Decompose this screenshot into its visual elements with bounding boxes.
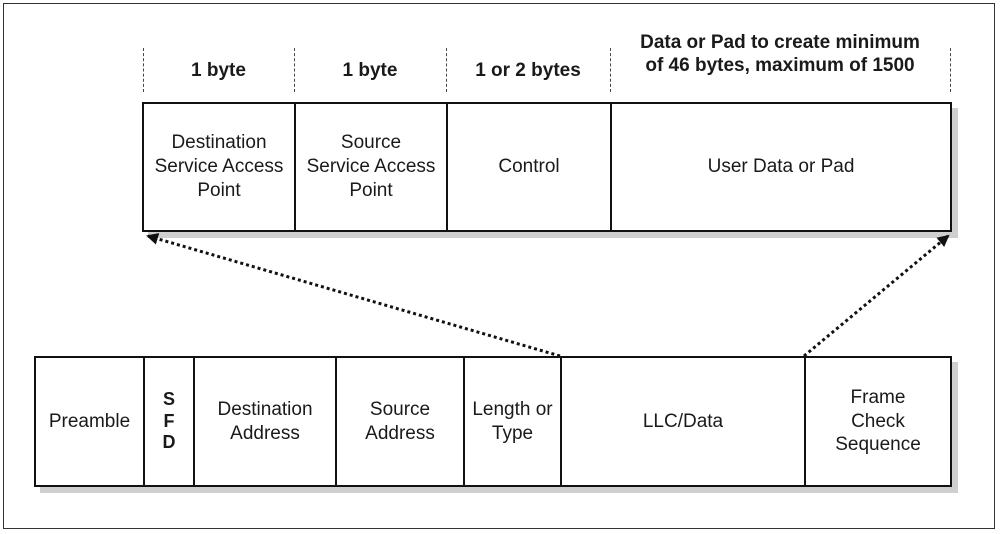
user-data-field: User Data or Pad bbox=[707, 156, 855, 178]
sfd-field: S F D bbox=[145, 358, 195, 485]
data-size-label: Data or Pad to create minimum of 46 byte… bbox=[640, 32, 920, 76]
fcs-field: Frame Check Sequence bbox=[835, 386, 921, 456]
size-divider bbox=[610, 48, 611, 92]
preamble-field: Preamble bbox=[36, 358, 145, 485]
destination-address-field: Destination Address bbox=[195, 358, 337, 485]
control-size-label: 1 or 2 bytes bbox=[475, 59, 581, 81]
size-divider bbox=[950, 48, 951, 92]
length-type-field: Length or Type bbox=[465, 358, 562, 485]
ssap-field: Source Service Access Point bbox=[296, 104, 448, 230]
size-divider bbox=[294, 48, 295, 92]
source-address-field: Source Address bbox=[337, 358, 465, 485]
right-expansion-arrow bbox=[803, 234, 950, 358]
ethernet-frame-row: Preamble S F D Destination Address Sourc… bbox=[34, 356, 952, 487]
dsap-size-label: 1 byte bbox=[191, 59, 246, 81]
llc-data-field: LLC/Data bbox=[562, 358, 806, 485]
dsap-field: Destination Service Access Point bbox=[144, 104, 296, 230]
left-expansion-arrow bbox=[146, 233, 561, 358]
size-divider bbox=[446, 48, 447, 92]
size-divider bbox=[143, 48, 144, 92]
control-field: Control bbox=[448, 104, 612, 230]
llc-header-row: Destination Service Access Point Source … bbox=[142, 102, 952, 232]
ssap-size-label: 1 byte bbox=[342, 59, 398, 81]
